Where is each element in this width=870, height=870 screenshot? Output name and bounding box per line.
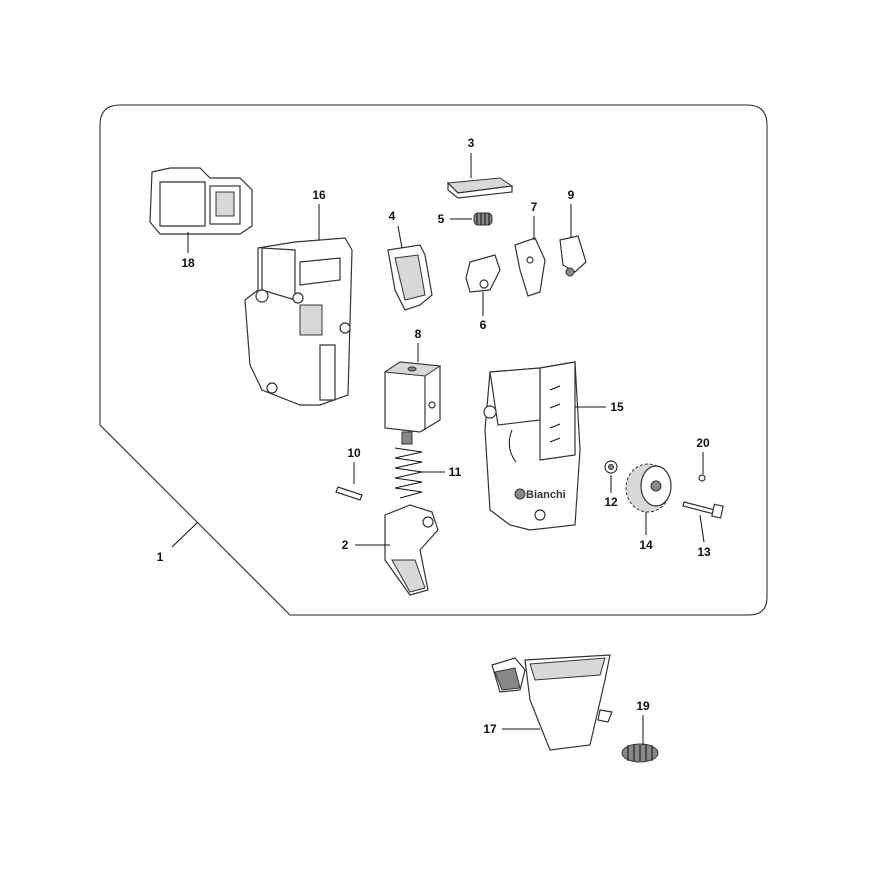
part-15-housing: Bianchi — [483, 361, 581, 531]
part-14-gear — [625, 463, 672, 513]
part-10-pin — [335, 486, 363, 501]
label-3: 3 — [467, 136, 475, 150]
label-12: 12 — [604, 495, 618, 509]
part-19-spring — [621, 743, 659, 763]
part-16-housing — [244, 237, 353, 406]
assembly-boundary — [99, 104, 768, 616]
part-7-latch — [514, 237, 546, 297]
part-9-clip — [559, 235, 587, 273]
label-14: 14 — [639, 538, 653, 552]
label-5: 5 — [437, 212, 445, 226]
part-20-washer — [698, 474, 706, 482]
label-4: 4 — [388, 209, 396, 223]
label-20: 20 — [696, 436, 710, 450]
label-13: 13 — [697, 545, 711, 559]
label-6: 6 — [479, 318, 487, 332]
part-5-spring — [473, 212, 493, 226]
label-11: 11 — [448, 465, 462, 479]
label-8: 8 — [414, 327, 422, 341]
label-18: 18 — [181, 256, 195, 270]
leader-lines — [171, 153, 705, 745]
label-7: 7 — [530, 200, 538, 214]
label-9: 9 — [567, 188, 575, 202]
part-6-lever — [465, 254, 501, 293]
part-18-frame — [149, 167, 253, 235]
part-17-hopper — [491, 654, 613, 751]
label-17: 17 — [483, 722, 497, 736]
brand-logo: Bianchi — [526, 489, 566, 501]
label-2: 2 — [341, 538, 349, 552]
part-11-spring — [394, 447, 423, 499]
label-19: 19 — [636, 699, 650, 713]
label-1: 1 — [156, 550, 164, 564]
part-2-trigger — [384, 504, 439, 596]
label-16: 16 — [312, 188, 326, 202]
part-13-screw — [682, 501, 716, 515]
label-15: 15 — [610, 400, 624, 414]
label-10: 10 — [347, 446, 361, 460]
part-8-solenoid — [383, 361, 442, 445]
